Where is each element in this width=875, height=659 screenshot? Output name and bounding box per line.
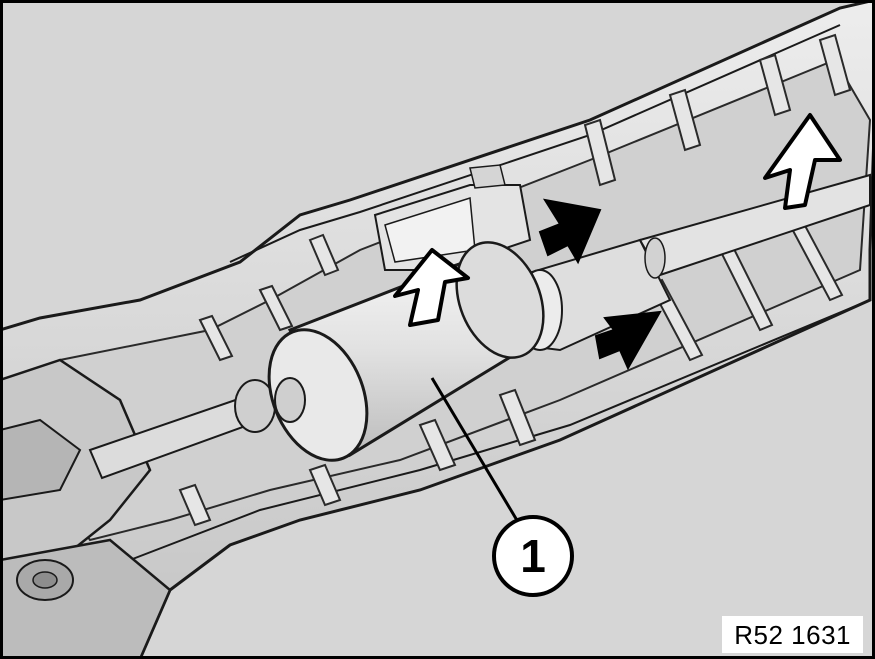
figure-reference-code: R52 1631 [722, 616, 863, 653]
electric-motor [267, 241, 545, 462]
release-arrow-icon [393, 248, 470, 327]
mounting-bracket [0, 358, 172, 659]
rail-ribs [178, 33, 852, 527]
press-arrow-icon [594, 310, 662, 371]
callout-number-1: 1 [492, 515, 574, 597]
drive-shaft [88, 379, 276, 480]
press-arrow-icon [538, 198, 602, 265]
callout-leader-line [430, 377, 520, 523]
release-arrow-icon [763, 113, 842, 210]
